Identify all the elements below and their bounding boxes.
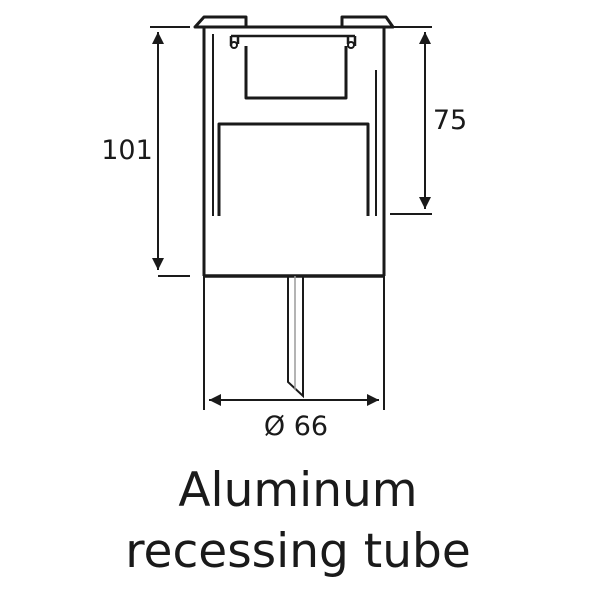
dimension-body-height (390, 26, 432, 215)
dimension-diameter (203, 276, 385, 410)
caption-line-2: recessing tube (125, 524, 471, 579)
cable-spike (287, 276, 304, 399)
dimension-label-101: 101 (101, 135, 153, 166)
lamp-holder (244, 46, 348, 100)
inner-housing (217, 122, 370, 216)
dimension-label-diameter: Ø 66 (264, 411, 328, 442)
clip-bracket (229, 34, 357, 46)
dimension-total-height (150, 26, 190, 277)
tube-outline (193, 15, 395, 278)
dimension-label-75: 75 (433, 105, 467, 136)
caption-line-1: Aluminum (178, 463, 417, 518)
